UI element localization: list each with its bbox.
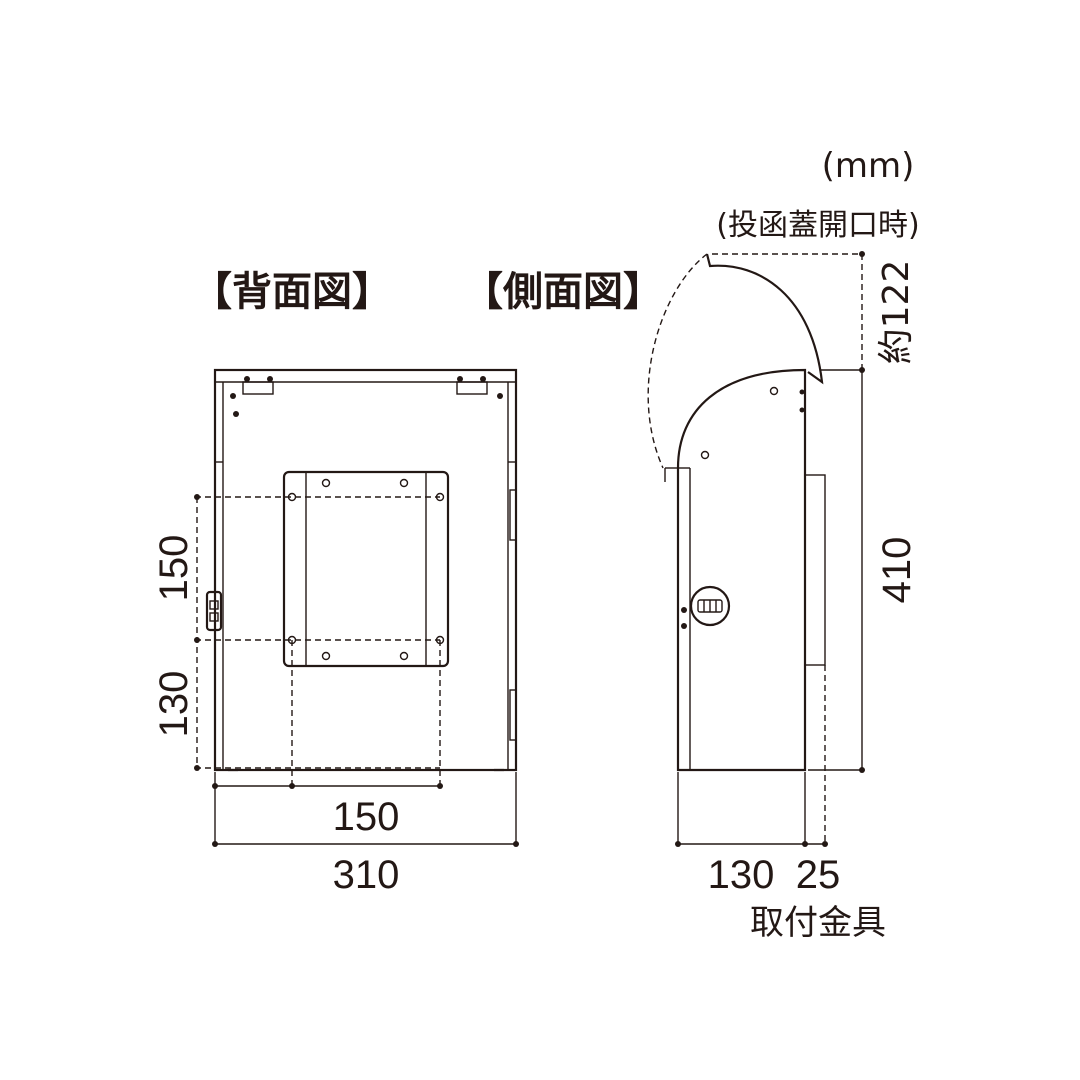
side-body-outline	[676, 368, 807, 772]
open-lid-note: (投函蓋開口時)	[716, 208, 919, 243]
back-body-outline	[213, 368, 518, 772]
side-view-title: 【側面図】	[463, 269, 663, 315]
lock-icon	[205, 590, 223, 632]
side-dim-depth: 130	[708, 853, 775, 897]
back-dim-height-lower: 130	[152, 671, 196, 738]
dial-lock-icon	[689, 585, 731, 627]
open-lid-outline	[647, 253, 708, 469]
back-dim-height-upper: 150	[152, 535, 196, 602]
unit-note: (mm)	[822, 146, 915, 186]
hinge-tab-right	[456, 381, 488, 395]
mounting-plate	[282, 470, 450, 668]
back-dim-width-total: 310	[333, 853, 400, 897]
side-dim-height: 410	[875, 537, 919, 604]
back-view-title: 【背面図】	[192, 269, 392, 315]
back-view	[194, 368, 519, 847]
side-view	[647, 251, 865, 847]
mounting-bracket	[804, 474, 826, 666]
bracket-label: 取付金具	[750, 903, 886, 943]
side-dim-bracket: 25	[796, 853, 841, 897]
hinge-tab-left	[242, 381, 274, 395]
side-dim-open-height: 約122	[876, 260, 917, 365]
back-dim-width-inner: 150	[333, 795, 400, 839]
